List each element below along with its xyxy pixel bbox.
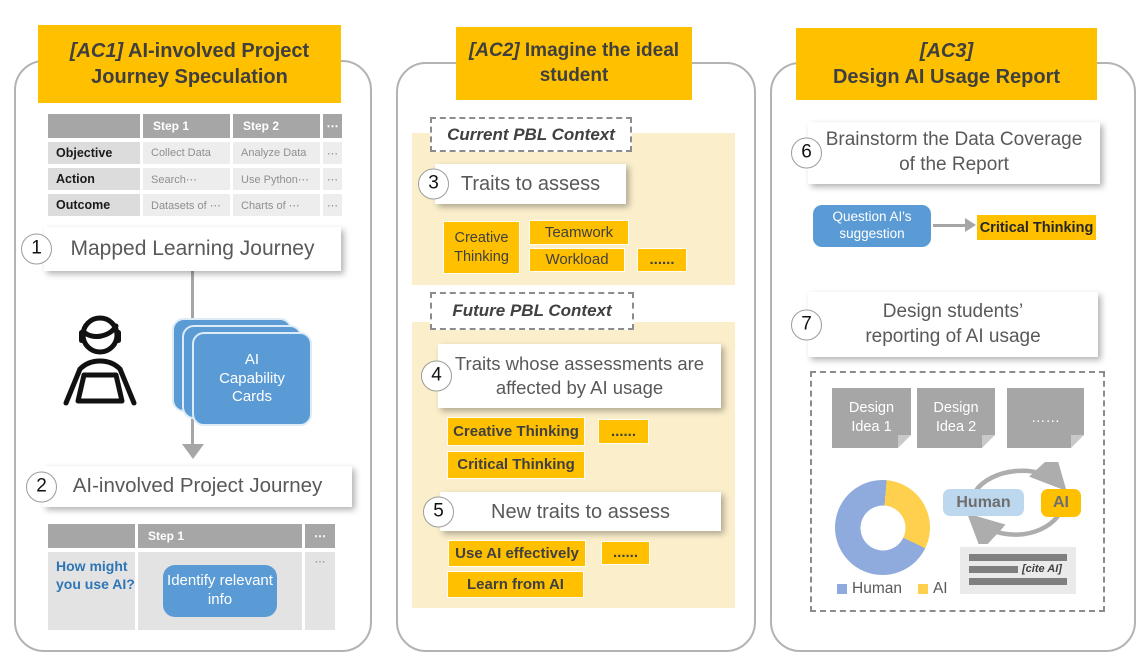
cycle-chip-ai: AI (1041, 489, 1081, 517)
header-ac1-text: [AC1] AI-involved Project Journey Specul… (69, 40, 310, 88)
step-number-3: 3 (418, 168, 449, 200)
text-line-bar (969, 554, 1067, 561)
plan-cell: Use Python⋯ (233, 168, 320, 190)
step-number-6: 6 (791, 137, 822, 169)
usage-table-header-step1: Step 1 (138, 524, 302, 548)
usage-table-header-more: ⋯ (305, 524, 335, 548)
step-bar-2: 2 AI-involved Project Journey (26, 466, 352, 507)
down-arrow-icon (182, 444, 204, 459)
step-number-7: 7 (791, 309, 822, 340)
plan-table: Step 1 Step 2 ⋯ Objective Collect Data A… (48, 114, 342, 216)
step-number-4: 4 (421, 360, 452, 392)
step-bar-6: 6 Brainstorm the Data Coverage of the Re… (791, 122, 1100, 184)
trait-tag: Critical Thinking (447, 451, 585, 479)
plan-cell-more: ⋯ (323, 168, 342, 190)
donut-chart (835, 480, 930, 575)
cycle-arrows-icon (967, 462, 1067, 544)
donut-legend: Human AI (837, 580, 948, 598)
cite-ai-label: [cite AI] (1022, 563, 1062, 575)
current-pbl-label: Current PBL Context (430, 117, 632, 152)
header-ac3: [AC3] Design AI Usage Report (796, 28, 1097, 100)
design-idea-document: Design Idea 2 (917, 388, 995, 448)
header-ac2: [AC2] Imagine the ideal student (456, 27, 692, 100)
step-bar-7: 7 Design students’ reporting of AI usage (791, 292, 1098, 357)
plan-row-label: Action (48, 168, 140, 190)
report-mock-frame (810, 371, 1105, 612)
plan-table-header-step2: Step 2 (233, 114, 320, 138)
headset-earpiece-icon (116, 330, 121, 343)
plan-cell-more: ⋯ (323, 142, 342, 164)
ai-capability-card-front: AI Capability Cards (192, 332, 312, 426)
text-line-bar (969, 578, 1067, 585)
plan-table-header-more: ⋯ (323, 114, 342, 138)
right-arrow-line (933, 224, 967, 227)
usage-cell: Identify relevant info (138, 552, 302, 630)
person-laptop-icon (63, 315, 137, 406)
header-ac3-tag: [AC3] (919, 40, 974, 62)
plan-cell: Datasets of ⋯ (143, 194, 230, 216)
trait-tag-more: ...... (598, 419, 649, 444)
legend-item-human: Human (837, 580, 902, 598)
plan-cell: Analyze Data (233, 142, 320, 164)
usage-table-corner (48, 524, 135, 548)
step-bar-4: 4 Traits whose assessments are affected … (421, 344, 721, 408)
usage-cell-more: ⋯ (305, 552, 335, 630)
text-line-bar (969, 566, 1018, 573)
plan-row-label: Outcome (48, 194, 140, 216)
cite-mock-box (960, 547, 1076, 594)
trait-tag: Use AI effectively (448, 540, 586, 567)
cycle-chip-human: Human (943, 489, 1024, 516)
design-idea-document-more: …… (1007, 388, 1084, 448)
step-bar-5: 5 New traits to assess (423, 492, 721, 531)
legend-swatch-ai (917, 584, 928, 594)
header-ac2-text: [AC2] Imagine the ideal student (468, 39, 680, 86)
legend-label-ai: AI (932, 580, 948, 597)
design-idea-document: Design Idea 1 (832, 388, 911, 448)
header-ac1-tag: [AC1] (69, 40, 124, 62)
header-ac2-tag: [AC2] (468, 39, 520, 61)
trait-tag: Creative Thinking (443, 221, 520, 274)
step-number-5: 5 (423, 496, 454, 527)
legend-label-human: Human (852, 580, 902, 597)
plan-table-header-step1: Step 1 (143, 114, 230, 138)
trait-tag: Learn from AI (447, 571, 584, 598)
trait-tag: Creative Thinking (447, 417, 585, 446)
trait-tag: Teamwork (529, 220, 629, 245)
step-number-2: 2 (26, 471, 57, 502)
critical-thinking-box: Critical Thinking (977, 215, 1096, 240)
headset-earpiece-icon (79, 330, 84, 343)
legend-item-ai: AI (917, 580, 948, 598)
plan-cell: Charts of ⋯ (233, 194, 320, 216)
identify-info-chip: Identify relevant info (163, 565, 277, 617)
plan-row-label: Objective (48, 142, 140, 164)
header-ac1: [AC1] AI-involved Project Journey Specul… (38, 25, 341, 103)
question-ai-suggestion-box: Question AI's suggestion (813, 205, 931, 247)
future-pbl-label: Future PBL Context (430, 292, 634, 330)
right-arrow-icon (965, 218, 976, 232)
trait-tag-more: ...... (601, 541, 650, 565)
step-bar-3: 3 Traits to assess (418, 164, 626, 204)
plan-cell-more: ⋯ (323, 194, 342, 216)
plan-table-corner (48, 114, 140, 138)
usage-table: Step 1 ⋯ How might you use AI? Identify … (48, 524, 335, 630)
usage-row-label: How might you use AI? (48, 552, 135, 630)
trait-tag-more: ...... (637, 248, 687, 272)
plan-cell: Collect Data (143, 142, 230, 164)
step-bar-1: 1 Mapped Learning Journey (21, 227, 341, 271)
step-number-1: 1 (21, 233, 52, 265)
legend-swatch-human (837, 584, 847, 594)
trait-tag: Workload (529, 248, 625, 272)
plan-cell: Search⋯ (143, 168, 230, 190)
